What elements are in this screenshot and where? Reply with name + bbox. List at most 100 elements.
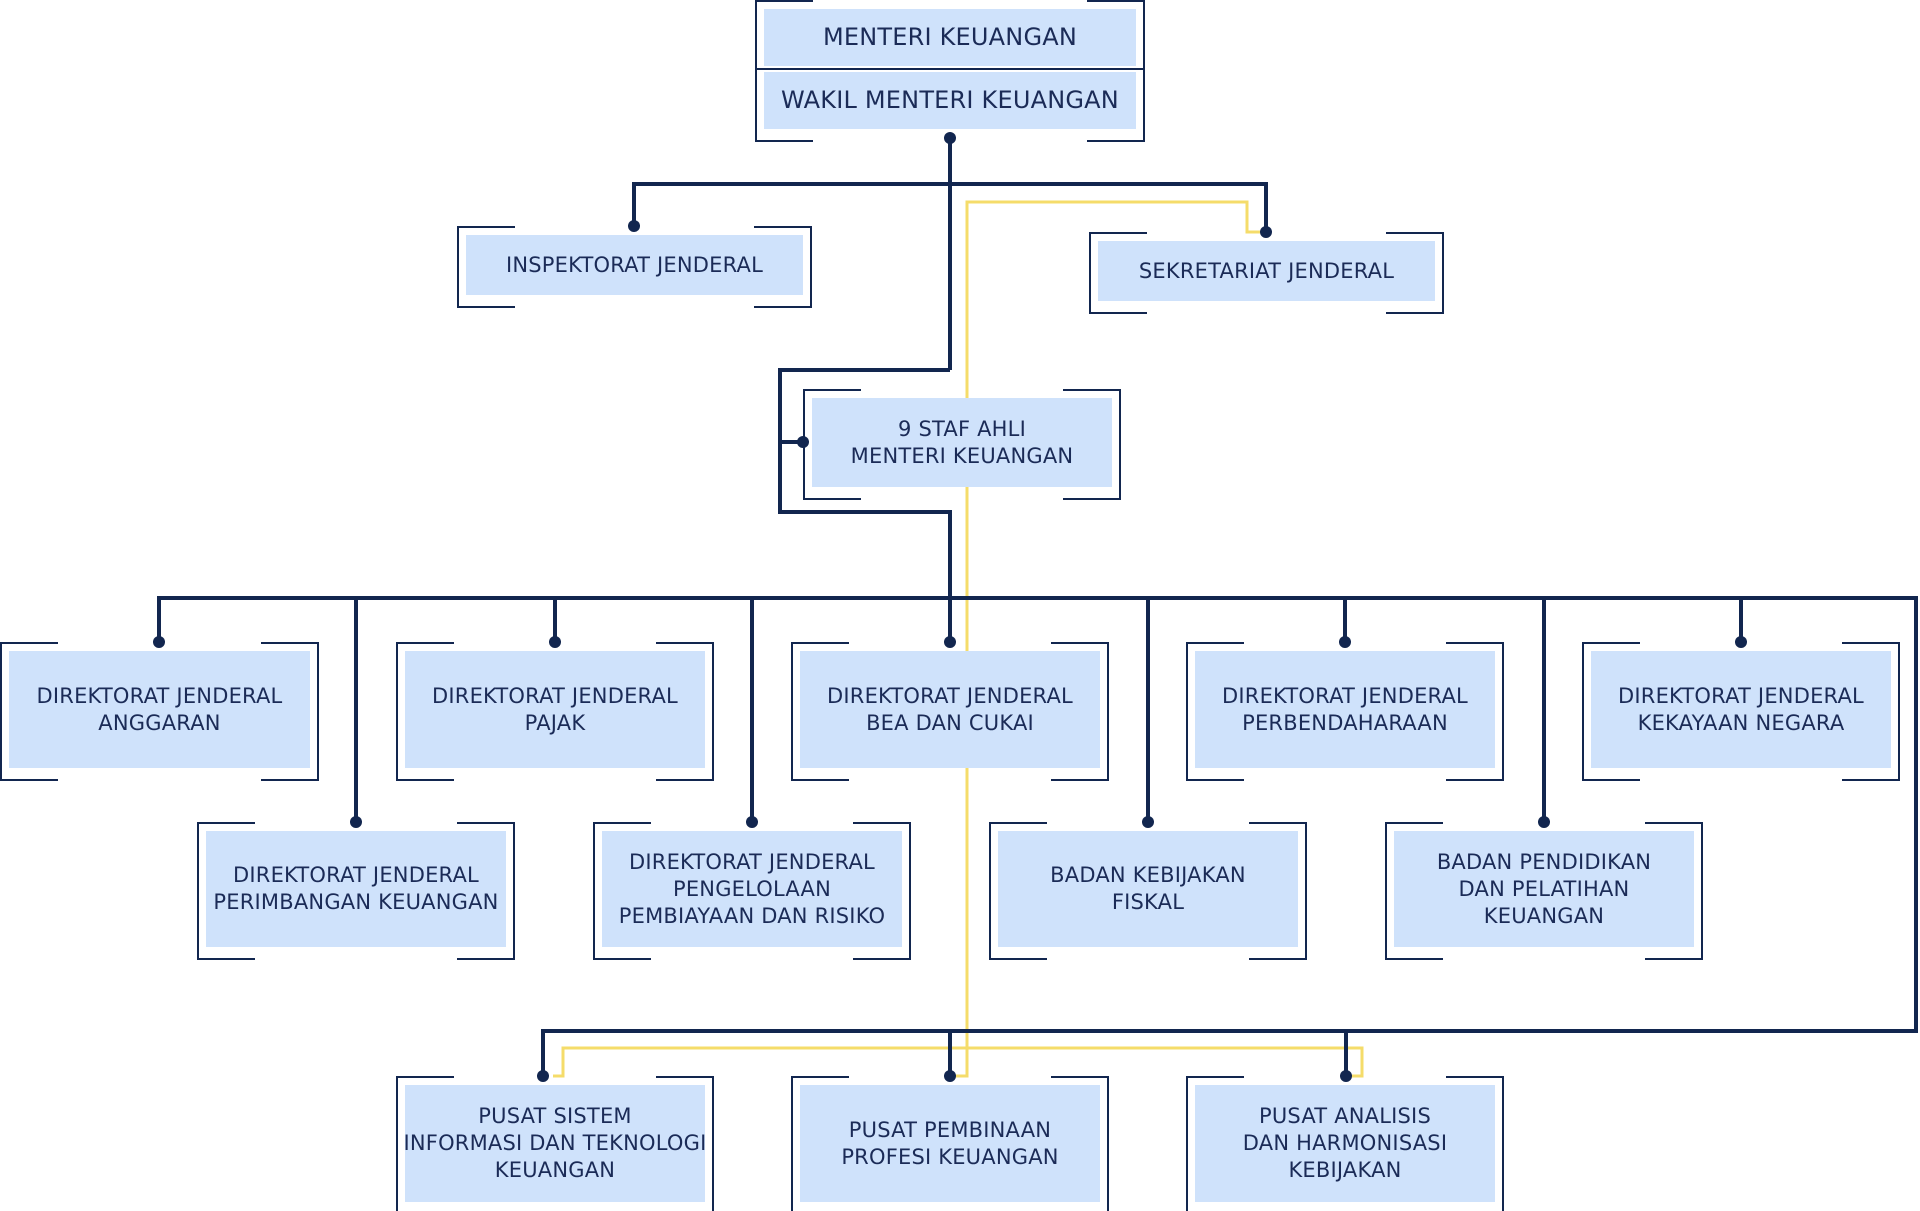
connector-dots — [153, 132, 1747, 1082]
dj-bea-cukai-line-1: DIREKTORAT JENDERAL — [827, 683, 1073, 708]
frame-bracket-left — [755, 0, 813, 142]
frame-bracket-right — [1087, 0, 1145, 142]
box-fill: WAKIL MENTERI KEUANGAN — [764, 72, 1136, 129]
box-fill: DIREKTORAT JENDERAL KEKAYAAN NEGARA — [1591, 651, 1891, 768]
dj-perbendaharaan-line-1: DIREKTORAT JENDERAL — [1222, 683, 1468, 708]
pah-line-2: DAN HARMONISASI — [1242, 1131, 1448, 1155]
frame-bracket-right — [853, 822, 911, 960]
pusintek-line-3: KEUANGAN — [494, 1158, 616, 1182]
frame-bracket-right — [1051, 642, 1109, 781]
frame-bracket-right — [656, 642, 714, 781]
line-staf-loop — [778, 368, 952, 598]
frame-bracket-left — [0, 642, 58, 781]
box-fill: PUSAT ANALISIS DAN HARMONISASI KEBIJAKAN — [1195, 1085, 1495, 1202]
frame-bracket-right — [457, 822, 515, 960]
dj-kekayaan-negara-box: DIREKTORAT JENDERAL KEKAYAAN NEGARA — [1582, 642, 1900, 781]
frame-bracket-left — [593, 822, 651, 960]
frame-bracket-left — [791, 1076, 849, 1211]
pah-line-1: PUSAT ANALISIS — [1259, 1104, 1431, 1128]
line-main-bus — [157, 596, 1918, 1076]
staf-ahli-line-2: MENTERI KEUANGAN — [850, 443, 1074, 468]
pusintek-line-1: PUSAT SISTEM — [478, 1104, 632, 1128]
yellow-connectors — [553, 200, 1364, 1078]
bppk-box: BADAN PENDIDIKAN DAN PELATIHAN KEUANGAN — [1385, 822, 1703, 960]
dj-pajak-line-2: PAJAK — [524, 710, 586, 735]
frame-bracket-right — [1249, 822, 1307, 960]
box-fill: PUSAT SISTEM INFORMASI DAN TEKNOLOGI KEU… — [404, 1085, 706, 1202]
frame-bracket-right — [1645, 822, 1703, 960]
frame-bracket-right — [1063, 389, 1121, 500]
ppk-line-2: PROFESI KEUANGAN — [841, 1144, 1059, 1169]
frame-bracket-left — [1582, 642, 1640, 781]
bkf-line-2: FISKAL — [1111, 890, 1185, 914]
frame-bracket-right — [656, 1076, 714, 1211]
dj-bea-cukai-box: DIREKTORAT JENDERAL BEA DAN CUKAI — [791, 642, 1109, 781]
inspektorat-label: INSPEKTORAT JENDERAL — [505, 252, 764, 277]
box-fill: SEKRETARIAT JENDERAL — [1098, 241, 1435, 301]
minister-label: MENTERI KEUANGAN — [822, 23, 1078, 51]
frame-bracket-right — [1446, 1076, 1504, 1211]
box-fill: MENTERI KEUANGAN — [764, 9, 1136, 66]
pusat-analisis-harmonisasi-box: PUSAT ANALISIS DAN HARMONISASI KEBIJAKAN — [1186, 1076, 1504, 1211]
frame-bracket-left — [1186, 1076, 1244, 1211]
bppk-line-1: BADAN PENDIDIKAN — [1436, 849, 1652, 874]
dj-kekayaan-line-2: KEKAYAAN NEGARA — [1637, 710, 1845, 735]
box-fill: DIREKTORAT JENDERAL PERBENDAHARAAN — [1195, 651, 1495, 768]
frame-bracket-right — [261, 642, 319, 781]
navy-connectors — [157, 138, 1918, 1076]
sekretariat-label: SEKRETARIAT JENDERAL — [1138, 258, 1395, 283]
frame-bracket-left — [396, 642, 454, 781]
box-fill: DIREKTORAT JENDERAL ANGGARAN — [9, 651, 310, 768]
frame-bracket-right — [754, 226, 812, 308]
dj-anggaran-line-2: ANGGARAN — [98, 710, 221, 735]
frame-bracket-left — [197, 822, 255, 960]
dj-kekayaan-line-1: DIREKTORAT JENDERAL — [1618, 683, 1864, 708]
box-fill: PUSAT PEMBINAAN PROFESI KEUANGAN — [800, 1085, 1100, 1202]
dj-pembiayaan-line-2: PENGELOLAAN — [672, 876, 832, 901]
dj-perimbangan-line-1: DIREKTORAT JENDERAL — [233, 863, 479, 887]
sekretariat-jenderal-box: SEKRETARIAT JENDERAL — [1089, 232, 1444, 314]
frame-bracket-left — [457, 226, 515, 308]
dj-perbendaharaan-line-2: PERBENDAHARAAN — [1242, 710, 1448, 735]
dj-pembiayaan-line-3: PEMBIAYAAN DAN RISIKO — [618, 903, 886, 928]
frame-bracket-left — [989, 822, 1047, 960]
box-fill: BADAN PENDIDIKAN DAN PELATIHAN KEUANGAN — [1394, 831, 1694, 947]
dj-bea-cukai-line-2: BEA DAN CUKAI — [866, 710, 1034, 735]
box-fill: 9 STAF AHLI MENTERI KEUANGAN — [812, 398, 1112, 487]
frame-bracket-left — [396, 1076, 454, 1211]
frame-bracket-right — [1446, 642, 1504, 781]
minister-divider — [755, 68, 1145, 70]
frame-bracket-right — [1051, 1076, 1109, 1211]
frame-bracket-left — [803, 389, 861, 500]
dj-pembiayaan-line-1: DIREKTORAT JENDERAL — [629, 849, 875, 874]
box-fill: INSPEKTORAT JENDERAL — [466, 235, 803, 295]
box-fill: DIREKTORAT JENDERAL PENGELOLAAN PEMBIAYA… — [602, 831, 902, 947]
frame-bracket-left — [1186, 642, 1244, 781]
dj-pajak-line-1: DIREKTORAT JENDERAL — [432, 683, 678, 708]
badan-kebijakan-fiskal-box: BADAN KEBIJAKAN FISKAL — [989, 822, 1307, 960]
box-fill: DIREKTORAT JENDERAL PAJAK — [405, 651, 705, 768]
dj-perimbangan-line-2: PERIMBANGAN KEUANGAN — [213, 890, 499, 914]
frame-bracket-right — [1842, 642, 1900, 781]
frame-bracket-left — [1089, 232, 1147, 314]
staf-ahli-box: 9 STAF AHLI MENTERI KEUANGAN — [803, 389, 1121, 500]
ppk-line-1: PUSAT PEMBINAAN — [848, 1117, 1052, 1142]
bppk-line-3: KEUANGAN — [1483, 903, 1605, 928]
pusat-pembinaan-profesi-box: PUSAT PEMBINAAN PROFESI KEUANGAN — [791, 1076, 1109, 1211]
dj-anggaran-box: DIREKTORAT JENDERAL ANGGARAN — [0, 642, 319, 781]
dj-perimbangan-keuangan-box: DIREKTORAT JENDERAL PERIMBANGAN KEUANGAN — [197, 822, 515, 960]
pusintek-box: PUSAT SISTEM INFORMASI DAN TEKNOLOGI KEU… — [396, 1076, 714, 1211]
box-fill: DIREKTORAT JENDERAL BEA DAN CUKAI — [800, 651, 1100, 768]
frame-bracket-left — [1385, 822, 1443, 960]
frame-bracket-right — [1386, 232, 1444, 314]
pah-line-3: KEBIJAKAN — [1288, 1158, 1402, 1182]
yellow-line-bottom — [553, 1046, 1364, 1078]
yellow-line-main — [950, 200, 1265, 1078]
box-fill: BADAN KEBIJAKAN FISKAL — [998, 831, 1298, 947]
staf-ahli-line-1: 9 STAF AHLI — [898, 416, 1026, 441]
box-fill: DIREKTORAT JENDERAL PERIMBANGAN KEUANGAN — [206, 831, 506, 947]
vice-minister-label: WAKIL MENTERI KEUANGAN — [781, 86, 1119, 114]
dj-pembiayaan-risiko-box: DIREKTORAT JENDERAL PENGELOLAAN PEMBIAYA… — [593, 822, 911, 960]
